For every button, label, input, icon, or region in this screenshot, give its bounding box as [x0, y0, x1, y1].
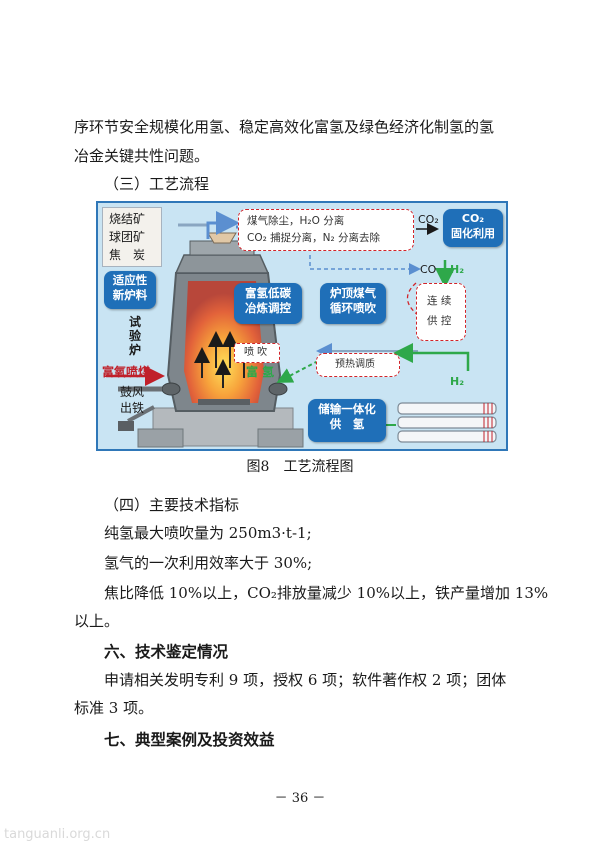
top-gas-recycle-line1: 炉顶煤气 — [330, 286, 376, 300]
raw-material-coke: 焦 炭 — [109, 248, 146, 262]
figure-caption: 图8 工艺流程图 — [246, 459, 354, 475]
intro-line-1: 序环节安全规模化用氢、稳定高效化富氢及绿色经济化制氢的氢 — [74, 118, 495, 136]
test-furnace-char-1: 试 — [128, 315, 141, 329]
tapping-label: 出铁 — [120, 401, 145, 415]
hydrogen-storage-tanks — [397, 402, 497, 443]
preheat-label: 预热调质 — [335, 359, 375, 370]
top-gas-recycle-button: 炉顶煤气 循环喷吹 — [320, 283, 386, 324]
hydrogen-rich-control-button: 富氢低碳 冶炼调控 — [234, 283, 302, 324]
top-gas-recycle-line2: 循环喷吹 — [330, 301, 376, 315]
indicator-item-1: 纯氢最大喷吹量为 250m3·t-1; — [104, 524, 312, 542]
storage-supply-button: 储输一体化 供 氢 — [308, 399, 386, 442]
gas-cleaning-line2: CO₂ 捕捉分离，N₂ 分离去除 — [247, 232, 381, 244]
raw-material-pellet: 球团矿 — [109, 230, 146, 244]
storage-supply-line1: 储输一体化 — [318, 402, 376, 416]
hydrogen-rich-control-line1: 富氢低碳 — [245, 286, 291, 300]
test-furnace-label: 试 验 炉 — [128, 315, 142, 357]
co2-util-line2: 固化利用 — [451, 227, 495, 240]
co2-utilization-button: CO₂ 固化利用 — [443, 209, 503, 247]
gas-cleaning-line1: 煤气除尘，H₂O 分离 — [247, 215, 345, 227]
hydrogen-rich-control-line2: 冶炼调控 — [245, 301, 291, 315]
page-number: － 36 － — [274, 791, 326, 806]
raw-material-sinter: 烧结矿 — [109, 212, 146, 226]
gas-flow-arrows — [194, 331, 252, 388]
section4-heading: （四）主要技术指标 — [104, 496, 240, 514]
tap-platform — [137, 428, 184, 448]
h2-label: H₂ — [450, 263, 465, 276]
indicator-item-3-cont: 以上。 — [74, 612, 120, 630]
gas-cleaning-box: 煤气除尘，H₂O 分离 CO₂ 捕捉分离，N₂ 分离去除 — [238, 209, 414, 251]
test-furnace-char-2: 验 — [128, 329, 141, 343]
injection-label: 喷 吹 — [244, 347, 268, 358]
watermark: tanguanli.org.cn — [4, 827, 111, 842]
section6-line-2: 标准 3 项。 — [74, 699, 154, 717]
blast-label: 鼓风 — [120, 385, 145, 399]
section6-line-1: 申请相关发明专利 9 项，授权 6 项；软件著作权 2 项；团体 — [104, 671, 507, 689]
co2-label: CO₂ — [418, 213, 439, 226]
adaptive-charge-line1: 适应性 — [112, 273, 148, 287]
section6-heading: 六、技术鉴定情况 — [104, 643, 229, 661]
adaptive-charge-line2: 新炉料 — [112, 288, 148, 302]
process-flow-figure: 烧结矿 球团矿 焦 炭 适应性 新炉料 试 验 炉 富氧喷煤 鼓风 出铁 煤气除… — [96, 201, 508, 451]
continuous-supply-line1: 连 续 — [427, 295, 452, 307]
raw-materials-box: 烧结矿 球团矿 焦 炭 — [102, 207, 162, 267]
injection-box: 喷 吹 — [234, 343, 280, 363]
adaptive-charge-button: 适应性 新炉料 — [104, 271, 156, 309]
storage-supply-line2: 供 氢 — [329, 417, 365, 431]
h2-label-lower: H₂ — [450, 375, 465, 388]
preheat-box: 预热调质 — [316, 353, 400, 377]
section3-heading: （三）工艺流程 — [104, 175, 210, 193]
oxygen-rich-coal-label: 富氧喷煤 — [102, 365, 151, 379]
section7-heading: 七、典型案例及投资效益 — [104, 731, 275, 749]
co-label: CO — [420, 263, 437, 276]
co2-util-line1: CO₂ — [461, 212, 485, 225]
indicator-item-2: 氢气的一次利用效率大于 30%; — [104, 554, 313, 572]
intro-line-2: 冶金关键共性问题。 — [74, 147, 210, 165]
test-furnace-char-3: 炉 — [128, 343, 141, 357]
continuous-supply-box: 连 续 供 控 — [416, 283, 466, 341]
indicator-item-3: 焦比降低 10%以上，CO₂排放量减少 10%以上，铁产量增加 13% — [104, 584, 549, 602]
continuous-supply-line2: 供 控 — [427, 315, 452, 327]
hydrogen-rich-label: 富 氢 — [246, 365, 275, 379]
